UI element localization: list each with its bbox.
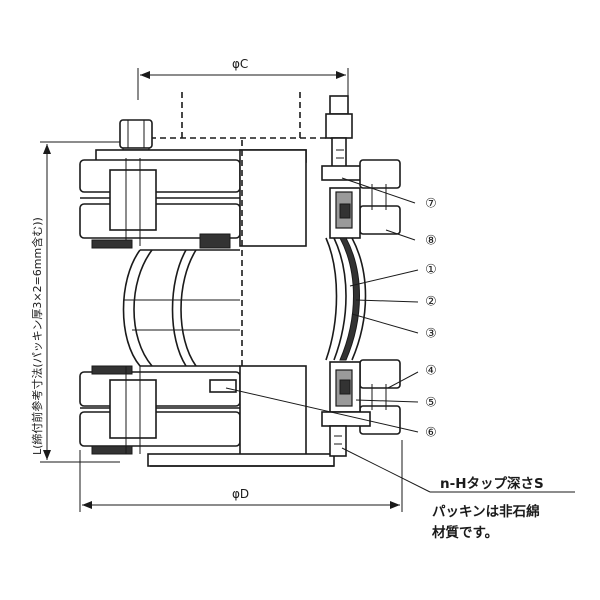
callout-1: ① xyxy=(425,263,437,278)
right-section-lower xyxy=(321,359,401,435)
callout-4-label: ④ xyxy=(425,364,437,379)
top-right-stud-bolt xyxy=(325,95,353,169)
callout-6: ⑥ xyxy=(425,426,437,441)
pipe-stub xyxy=(150,92,336,139)
right-section-bellows xyxy=(325,237,367,361)
gasket-note-line2: 材質です。 xyxy=(432,524,498,541)
callout-1-label: ① xyxy=(425,263,437,278)
l-dimension-label: L(締付前参考寸法(パッキン厚3×2=6mm含む)) xyxy=(30,217,44,455)
phi-c-label: φC xyxy=(232,57,248,71)
callout-7-label: ⑦ xyxy=(425,197,437,212)
callout-2: ② xyxy=(425,295,437,310)
callout-5-label: ⑤ xyxy=(425,396,437,411)
lower-flange-left xyxy=(79,365,335,467)
callout-4: ④ xyxy=(425,364,437,379)
callout-8: ⑧ xyxy=(425,234,437,249)
tap-note: n-Hタップ深さS xyxy=(440,475,544,492)
phi-d-label: φD xyxy=(232,487,249,501)
gasket-note-line1: パッキンは非石綿 xyxy=(432,503,540,520)
callout-2-label: ② xyxy=(425,295,437,310)
callout-5: ⑤ xyxy=(425,396,437,411)
dimension-phi-c: φC xyxy=(137,57,349,100)
callout-3: ③ xyxy=(425,327,437,342)
right-section-upper xyxy=(321,159,401,239)
callout-7: ⑦ xyxy=(425,197,437,212)
bottom-right-stud-bolt xyxy=(329,425,347,457)
callout-3-label: ③ xyxy=(425,327,437,342)
dimension-l: L(締付前参考寸法(パッキン厚3×2=6mm含む)) xyxy=(30,141,120,463)
callout-6-label: ⑥ xyxy=(425,426,437,441)
leader-lines xyxy=(225,177,575,493)
callout-8-label: ⑧ xyxy=(425,234,437,249)
rubber-bellows xyxy=(122,249,240,367)
dimension-phi-d: φD xyxy=(79,440,403,512)
